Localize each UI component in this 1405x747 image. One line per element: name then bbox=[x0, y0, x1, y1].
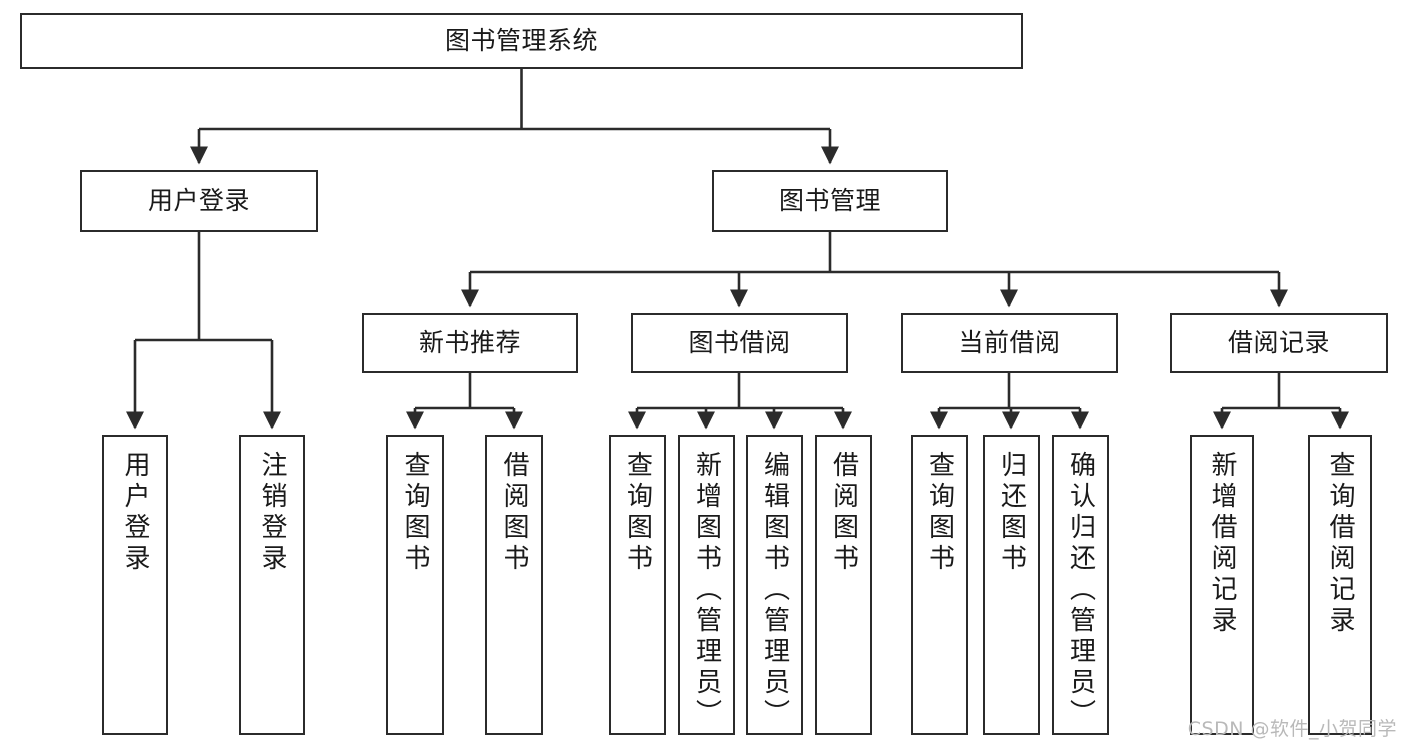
node-new-book-recommend[interactable]: 新书推荐 bbox=[362, 313, 578, 373]
node-leaf-confirm-return-admin-label: 确认归还（管理员） bbox=[1065, 451, 1096, 730]
node-leaf-query-book-new[interactable]: 查询图书 bbox=[386, 435, 444, 735]
node-root[interactable]: 图书管理系统 bbox=[20, 13, 1023, 69]
node-leaf-query-book-new-label: 查询图书 bbox=[400, 451, 430, 575]
node-leaf-edit-book-admin[interactable]: 编辑图书（管理员） bbox=[746, 435, 803, 735]
node-book-borrow[interactable]: 图书借阅 bbox=[631, 313, 848, 373]
node-leaf-query-book-current[interactable]: 查询图书 bbox=[911, 435, 968, 735]
node-leaf-user-login[interactable]: 用户登录 bbox=[102, 435, 168, 735]
node-leaf-add-book-admin[interactable]: 新增图书（管理员） bbox=[678, 435, 735, 735]
node-user-login[interactable]: 用户登录 bbox=[80, 170, 318, 232]
node-book-management-label: 图书管理 bbox=[778, 186, 881, 215]
node-leaf-query-book-current-label: 查询图书 bbox=[924, 451, 955, 575]
node-leaf-return-book[interactable]: 归还图书 bbox=[983, 435, 1040, 735]
watermark: CSDN @软件_小贺同学 bbox=[1187, 718, 1397, 740]
node-root-label: 图书管理系统 bbox=[444, 26, 598, 55]
node-book-management[interactable]: 图书管理 bbox=[712, 170, 948, 232]
node-user-login-label: 用户登录 bbox=[147, 186, 250, 215]
node-leaf-borrow-book-label: 借阅图书 bbox=[828, 451, 859, 575]
node-leaf-user-login-label: 用户登录 bbox=[120, 451, 150, 575]
node-leaf-query-borrow-record-label: 查询借阅记录 bbox=[1325, 451, 1355, 637]
node-leaf-add-book-admin-label: 新增图书（管理员） bbox=[691, 451, 722, 730]
node-current-borrow-label: 当前借阅 bbox=[958, 328, 1061, 357]
node-leaf-confirm-return-admin[interactable]: 确认归还（管理员） bbox=[1052, 435, 1109, 735]
node-leaf-query-book[interactable]: 查询图书 bbox=[609, 435, 666, 735]
node-leaf-query-book-label: 查询图书 bbox=[622, 451, 653, 575]
node-leaf-query-borrow-record[interactable]: 查询借阅记录 bbox=[1308, 435, 1372, 735]
node-leaf-add-borrow-record[interactable]: 新增借阅记录 bbox=[1190, 435, 1254, 735]
node-leaf-borrow-book-new-label: 借阅图书 bbox=[499, 451, 529, 575]
node-borrow-record-label: 借阅记录 bbox=[1227, 328, 1330, 357]
node-borrow-record[interactable]: 借阅记录 bbox=[1170, 313, 1388, 373]
node-leaf-logout-label: 注销登录 bbox=[257, 451, 287, 575]
node-leaf-edit-book-admin-label: 编辑图书（管理员） bbox=[759, 451, 790, 730]
node-book-borrow-label: 图书借阅 bbox=[688, 328, 791, 357]
node-leaf-borrow-book-new[interactable]: 借阅图书 bbox=[485, 435, 543, 735]
node-current-borrow[interactable]: 当前借阅 bbox=[901, 313, 1118, 373]
node-new-book-recommend-label: 新书推荐 bbox=[418, 328, 521, 357]
node-leaf-add-borrow-record-label: 新增借阅记录 bbox=[1207, 451, 1237, 637]
node-leaf-return-book-label: 归还图书 bbox=[996, 451, 1027, 575]
node-leaf-borrow-book[interactable]: 借阅图书 bbox=[815, 435, 872, 735]
node-leaf-logout[interactable]: 注销登录 bbox=[239, 435, 305, 735]
